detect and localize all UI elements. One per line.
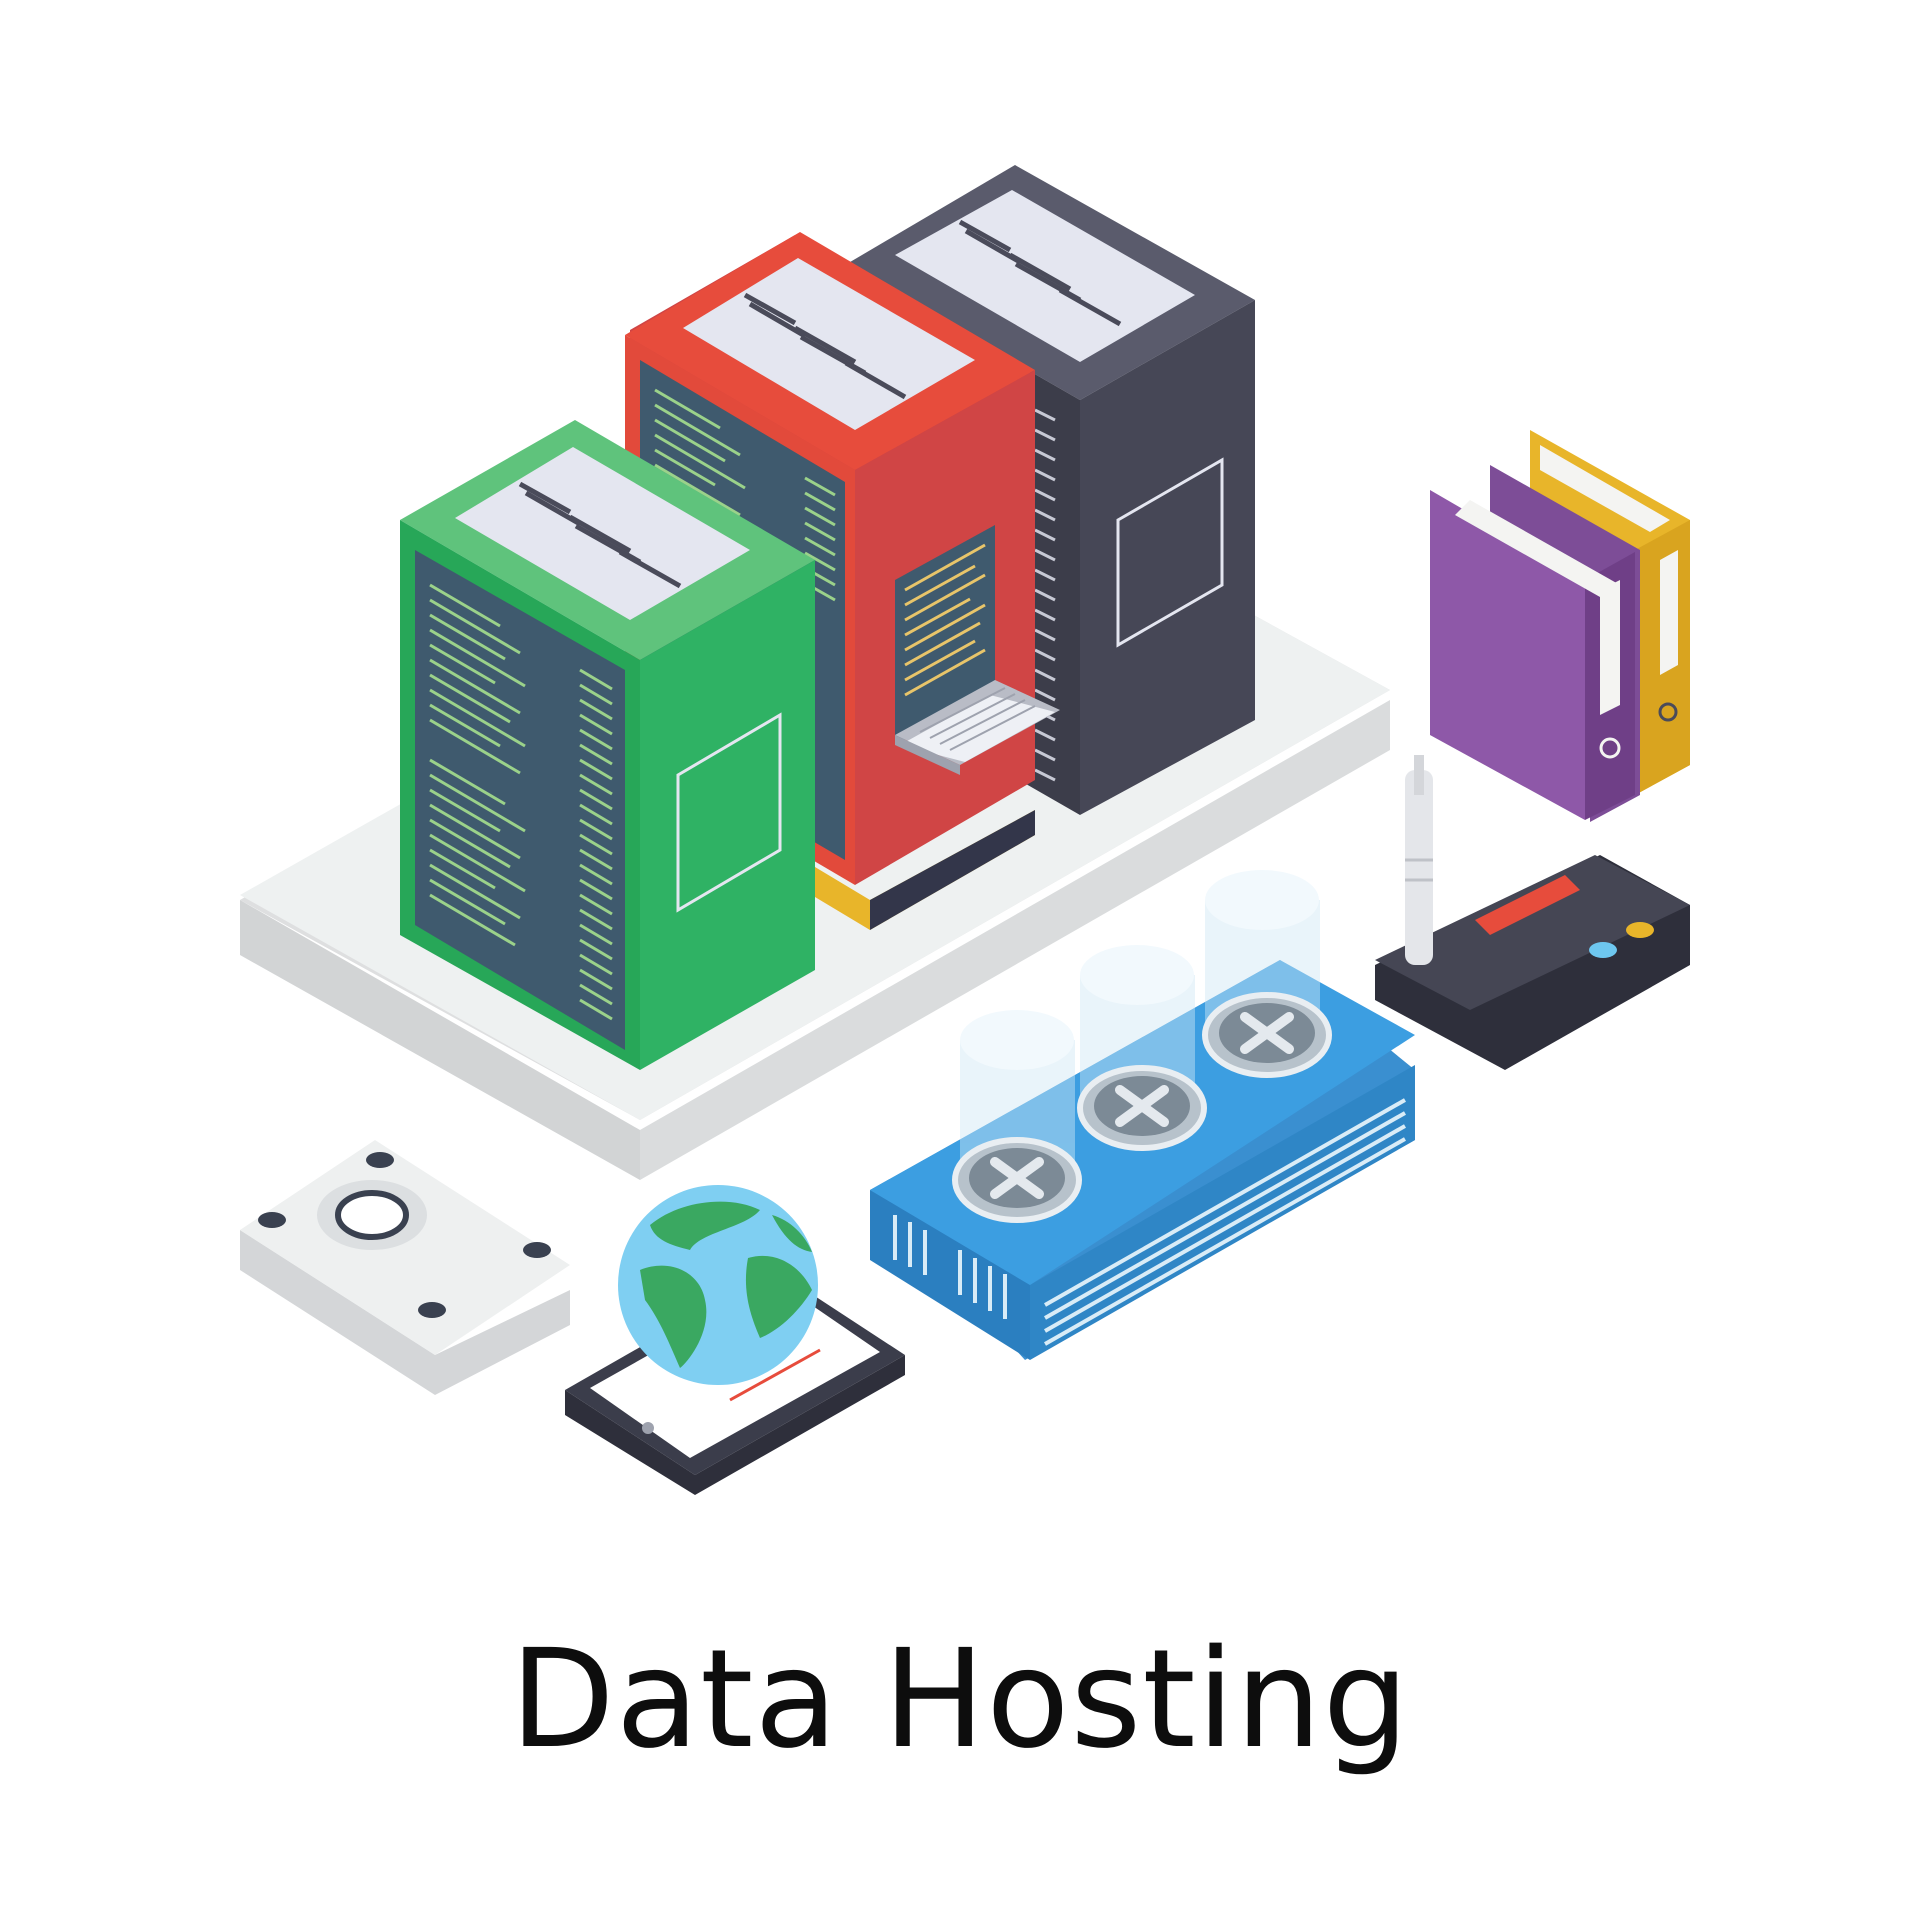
- globe-on-tablet: [565, 1185, 905, 1495]
- globe-icon: [640, 1201, 812, 1368]
- cooling-fan-unit: [870, 870, 1415, 1360]
- hard-drive: [240, 1140, 570, 1395]
- green-server-rack: [400, 420, 815, 1070]
- laptop: [895, 680, 1060, 775]
- wifi-router: [1375, 755, 1690, 1070]
- fan-icon: [1202, 992, 1332, 1078]
- yellow-binder: [1530, 430, 1690, 795]
- fan-icon: [952, 1137, 1082, 1223]
- purple-binder: [1430, 465, 1640, 822]
- fan-icon: [1077, 1065, 1207, 1151]
- caption-title: Data Hosting: [510, 1621, 1410, 1779]
